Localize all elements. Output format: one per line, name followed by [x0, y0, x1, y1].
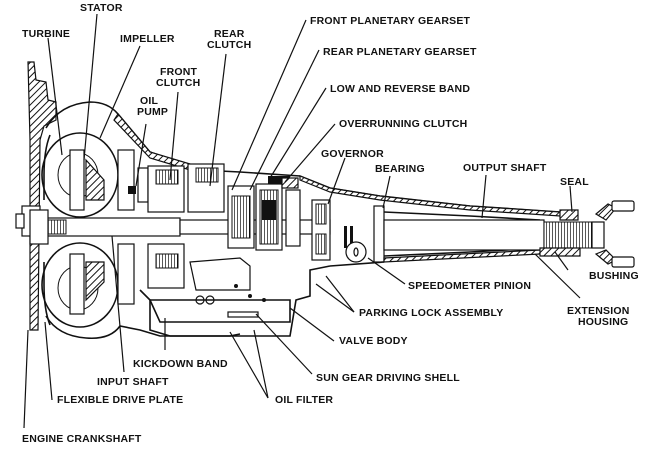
leader-valve-body [289, 307, 335, 342]
output-shaft-part [383, 219, 605, 251]
leader-low-reverse-band [269, 87, 327, 179]
label-engine-crankshaft: ENGINE CRANKSHAFT [22, 433, 142, 445]
speedometer-pinion-part [344, 226, 367, 263]
label-stator: STATOR [80, 2, 123, 14]
leader-stator [83, 13, 98, 161]
flexible-drive-plate-part [15, 61, 57, 331]
leader-bushing [554, 251, 569, 271]
label-kickdown-band: KICKDOWN BAND [133, 358, 228, 370]
bearing-part [373, 205, 385, 263]
oil-pump-part [117, 149, 149, 305]
leader-flexible-drive-plate [44, 321, 53, 401]
rear-clutch-part [187, 163, 225, 213]
label-sun-gear-driving-shell: SUN GEAR DRIVING SHELL [316, 372, 460, 384]
low-reverse-band-part [268, 176, 290, 184]
governor-part [311, 199, 331, 261]
label-flexible-drive-plate: FLEXIBLE DRIVE PLATE [57, 394, 183, 406]
label-governor: GOVERNOR [321, 148, 384, 160]
leader-front-clutch [169, 91, 179, 181]
label-parking-lock-assembly: PARKING LOCK ASSEMBLY [359, 307, 503, 319]
label-front-clutch: FRONT CLUTCH [156, 66, 200, 89]
leader-oil-pump [135, 123, 147, 187]
valve-body-part [148, 257, 291, 323]
yoke-part [594, 200, 635, 268]
front-planetary-part [227, 185, 255, 249]
label-low-and-reverse-band: LOW AND REVERSE BAND [330, 83, 470, 95]
leader-front-planetary [231, 19, 307, 191]
leader-rear-clutch [209, 53, 227, 187]
label-bearing: BEARING [375, 163, 425, 175]
label-seal: SEAL [560, 176, 589, 188]
label-overrunning-clutch: OVERRUNNING CLUTCH [339, 118, 467, 130]
input-shaft-part [29, 209, 181, 245]
case-lower [139, 265, 331, 337]
leader-parking-lock-b [325, 275, 355, 313]
transmission-drawing [15, 61, 635, 340]
label-rear-clutch: REAR CLUTCH [207, 28, 251, 51]
leader-oil-filter-a [229, 331, 269, 399]
leader-speedometer-pinion [367, 257, 406, 285]
label-oil-filter: OIL FILTER [275, 394, 333, 406]
label-speedometer-pinion: SPEEDOMETER PINION [408, 280, 531, 292]
label-bushing: BUSHING [589, 270, 639, 282]
leader-oil-filter-b [253, 329, 269, 399]
front-clutch-part [147, 165, 185, 289]
label-input-shaft: INPUT SHAFT [97, 376, 169, 388]
label-valve-body: VALVE BODY [339, 335, 408, 347]
label-turbine: TURBINE [22, 28, 70, 40]
label-front-planetary-gearset: FRONT PLANETARY GEARSET [310, 15, 471, 27]
leader-output-shaft [481, 174, 487, 219]
leader-input-shaft [111, 235, 125, 373]
label-oil-pump: OIL PUMP [137, 95, 168, 118]
label-impeller: IMPELLER [120, 33, 175, 45]
leader-parking-lock-a [315, 283, 355, 313]
leader-seal [569, 185, 573, 213]
leader-sun-gear-driving-shell [255, 313, 313, 375]
leader-turbine [47, 37, 63, 156]
seal-bushing-part [539, 209, 581, 257]
leader-rear-planetary [249, 49, 320, 191]
label-extension-housing: EXTENSION HOUSING [567, 305, 633, 328]
leader-governor [327, 157, 346, 205]
overrunning-clutch-part [281, 177, 301, 247]
leader-impeller [99, 45, 141, 139]
label-rear-planetary-gearset: REAR PLANETARY GEARSET [323, 46, 477, 58]
leader-extension-housing [534, 253, 581, 299]
labels: STATOR TURBINE IMPELLER REAR CLUTCH FRON… [22, 2, 639, 445]
label-output-shaft: OUTPUT SHAFT [463, 162, 547, 174]
leader-lines [23, 13, 581, 429]
intermediate-shaft [179, 219, 331, 235]
leader-engine-crankshaft [23, 329, 29, 429]
leader-bearing [382, 175, 391, 209]
rear-planetary-part [255, 183, 283, 251]
leader-overrunning-clutch [284, 123, 336, 183]
